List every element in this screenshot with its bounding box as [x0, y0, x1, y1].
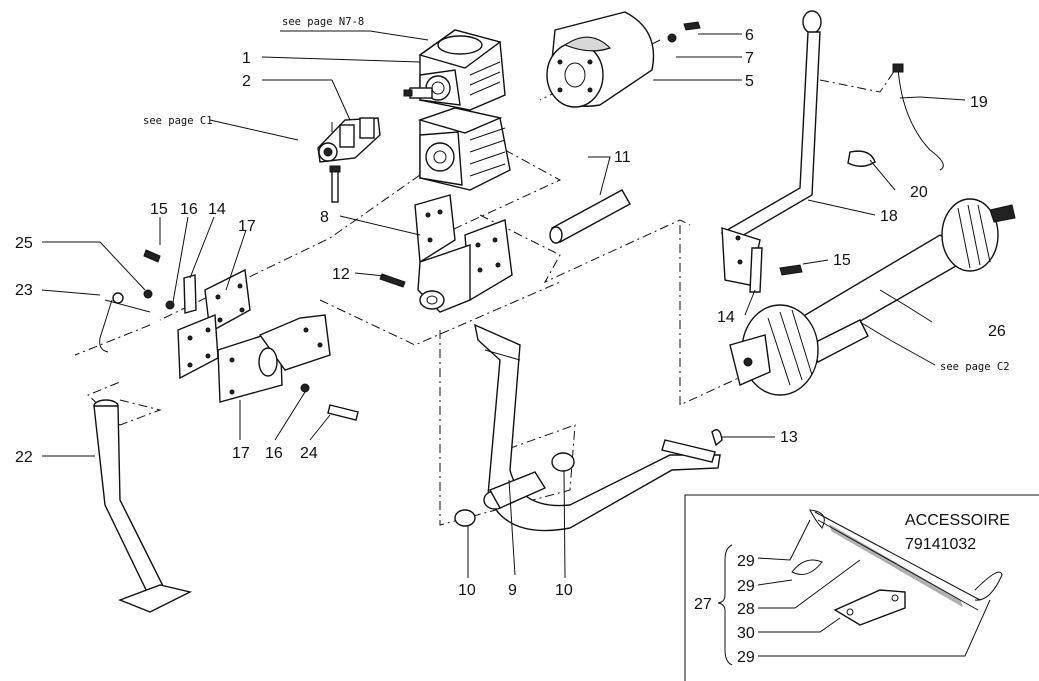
callout-15b: 15 — [833, 252, 851, 269]
callout-28: 28 — [737, 601, 755, 618]
callout-30: 30 — [737, 625, 755, 642]
callout-25: 25 — [15, 235, 33, 252]
plates-17 — [177, 268, 251, 380]
small-hardware — [143, 249, 359, 421]
strip-14 — [183, 274, 197, 314]
callout-24: 24 — [300, 445, 318, 462]
support-arm — [720, 10, 822, 293]
callout-14b: 14 — [717, 309, 735, 326]
clip-19 — [892, 63, 944, 171]
callout-13: 13 — [780, 429, 798, 446]
callout-17b: 17 — [232, 445, 250, 462]
callout-16a: 16 — [180, 201, 198, 218]
callout-29c: 29 — [737, 649, 755, 666]
gearbox-upper — [403, 29, 506, 111]
callout-14a: 14 — [208, 201, 226, 218]
accessory-title: ACCESSOIRE — [905, 512, 1010, 529]
bolt-12 — [379, 273, 406, 288]
coupling — [317, 117, 381, 203]
callout-10a: 10 — [458, 582, 476, 599]
plate-24-bracket — [217, 314, 331, 403]
callout-17a: 17 — [238, 218, 256, 235]
bushings — [454, 452, 575, 527]
ref-n7-8: see page N7-8 — [282, 16, 364, 28]
callout-29b: 29 — [737, 578, 755, 595]
clip-20 — [847, 150, 876, 167]
callout-16b: 16 — [265, 445, 283, 462]
callout-6: 6 — [745, 27, 754, 44]
callout-22: 22 — [15, 449, 33, 466]
callout-20: 20 — [910, 184, 928, 201]
callout-7: 7 — [745, 50, 754, 67]
callout-12: 12 — [332, 266, 350, 283]
callout-10b: 10 — [555, 582, 573, 599]
bolt-15-right — [779, 264, 803, 276]
gearbox-lower — [417, 107, 511, 191]
accessory-code: 79141032 — [905, 536, 976, 553]
stand — [93, 399, 193, 613]
callout-9: 9 — [508, 582, 517, 599]
callout-1: 1 — [242, 50, 251, 67]
ref-c1: see page C1 — [143, 115, 213, 127]
callout-19: 19 — [970, 94, 988, 111]
callout-5: 5 — [745, 73, 754, 90]
callout-11: 11 — [614, 149, 631, 166]
leader-lines — [41, 30, 991, 657]
callout-15a: 15 — [150, 201, 168, 218]
pin-13 — [711, 429, 723, 447]
support-bracket — [414, 194, 513, 313]
shaft — [549, 189, 631, 244]
callout-18: 18 — [880, 208, 898, 225]
callout-8: 8 — [320, 209, 329, 226]
pin-23 — [99, 292, 151, 353]
callout-29a: 29 — [737, 553, 755, 570]
callout-26: 26 — [988, 323, 1006, 340]
callout-23: 23 — [15, 282, 33, 299]
callout-2: 2 — [242, 73, 251, 90]
screw-and-washer — [667, 21, 701, 43]
accessory-box — [684, 494, 1039, 681]
pto-shaft — [729, 198, 1016, 396]
ref-c2: see page C2 — [940, 361, 1010, 373]
callout-27: 27 — [694, 596, 712, 613]
guard-cap — [546, 11, 655, 108]
